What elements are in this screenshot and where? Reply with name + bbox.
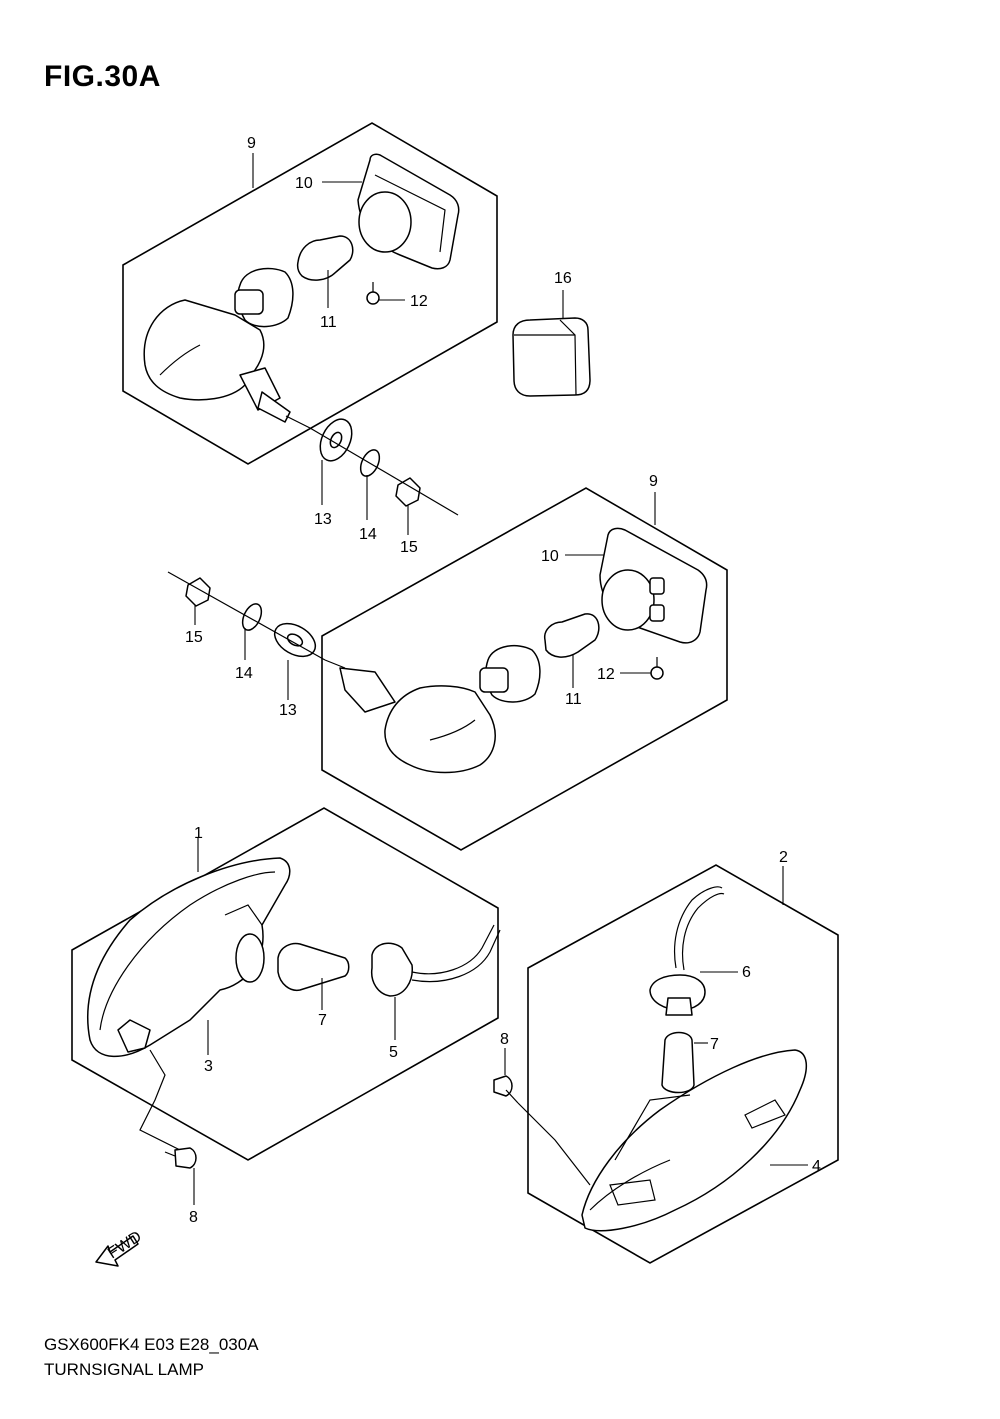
callout-left-1: 1	[194, 825, 203, 842]
mid-bulb	[543, 613, 600, 658]
callout-right-4: 4	[812, 1158, 821, 1175]
callout-right-2: 2	[779, 849, 788, 866]
callout-mid-9: 9	[649, 473, 658, 490]
callout-labels: 9 10 11 12 13 14 15 16 9 10 11 12 13 14 …	[185, 135, 821, 1226]
left-bulb	[277, 942, 350, 992]
mid-housing	[384, 685, 496, 774]
callout-top-10: 10	[295, 175, 313, 192]
right-bulb	[661, 1031, 695, 1094]
mid-group-outline	[321, 487, 728, 851]
mid-screw	[620, 657, 664, 680]
callout-mid-13: 13	[279, 702, 297, 719]
callout-left-8: 8	[189, 1209, 198, 1226]
mid-nut-15	[185, 577, 211, 607]
front-left-assembly[interactable]	[71, 807, 501, 1161]
right-lens	[581, 1049, 807, 1232]
reflector[interactable]	[512, 290, 591, 397]
diagram-caption: TURNSIGNAL LAMP	[44, 1360, 204, 1379]
callout-mid-11: 11	[565, 691, 582, 708]
callout-right-8: 8	[500, 1031, 509, 1048]
callout-top-14: 14	[359, 526, 377, 543]
callout-mid-15: 15	[185, 629, 203, 646]
callout-left-7: 7	[318, 1012, 327, 1029]
callout-top-13: 13	[314, 511, 332, 528]
top-turnsignal-assembly[interactable]	[122, 122, 498, 535]
callout-mid-10: 10	[541, 548, 559, 565]
mid-turnsignal-assembly[interactable]	[167, 487, 728, 851]
figure-title: FIG.30A	[44, 60, 161, 93]
callout-top-12: 12	[410, 293, 428, 310]
callout-16: 16	[554, 270, 572, 287]
top-group-outline	[122, 122, 498, 465]
callout-top-11: 11	[320, 314, 337, 331]
fwd-arrow-icon: FWD	[95, 1228, 145, 1267]
callout-left-5: 5	[389, 1044, 398, 1061]
left-housing	[87, 857, 291, 1058]
left-screw[interactable]	[164, 1147, 197, 1205]
front-right-assembly[interactable]	[517, 864, 839, 1264]
left-socket	[370, 942, 413, 997]
top-housing	[143, 299, 265, 401]
callout-mid-14: 14	[235, 665, 253, 682]
right-group-outline	[527, 864, 839, 1264]
callout-left-3: 3	[204, 1058, 213, 1075]
callout-mid-12: 12	[597, 666, 615, 683]
fwd-label: FWD	[105, 1228, 145, 1262]
diagram-code: GSX600FK4 E03 E28_030A	[44, 1335, 259, 1354]
top-screw	[366, 282, 405, 305]
right-screw[interactable]	[493, 1048, 519, 1104]
callout-right-6: 6	[742, 964, 751, 981]
mid-washer-14	[241, 603, 263, 631]
top-bulb	[296, 235, 354, 281]
left-group-outline	[71, 807, 499, 1161]
top-nut-15	[395, 477, 421, 507]
callout-right-7: 7	[710, 1036, 719, 1053]
callout-top-15: 15	[400, 539, 418, 556]
callout-top-9: 9	[247, 135, 256, 152]
